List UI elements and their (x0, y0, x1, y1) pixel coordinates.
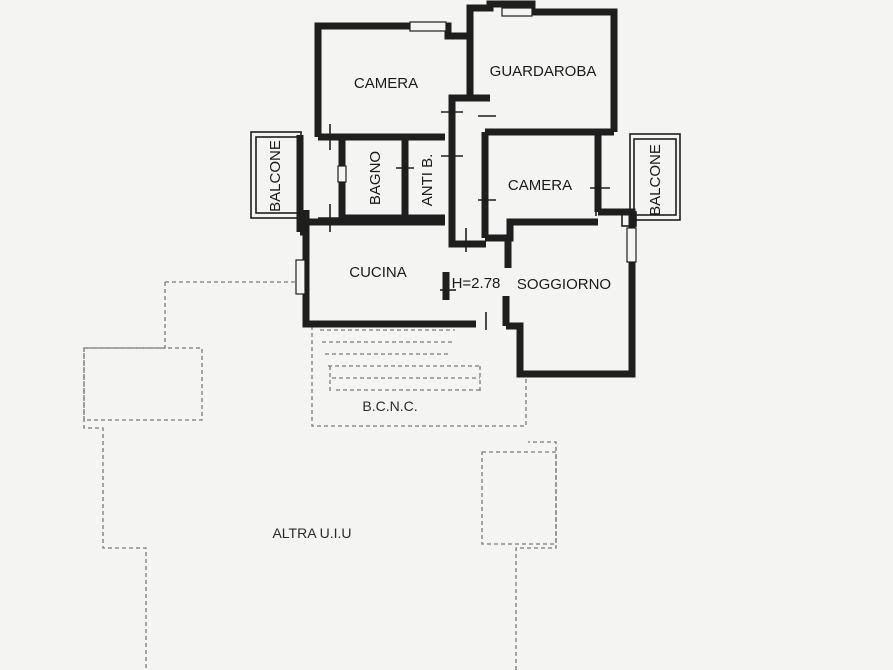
room-label-guardaroba: GUARDAROBA (490, 63, 597, 80)
ceiling-height-label: H=2.78 (452, 275, 501, 292)
bcnc-stairs-outline (311, 326, 527, 427)
balcony-right (621, 133, 681, 227)
door-marks (318, 111, 610, 330)
interior-walls (306, 36, 614, 326)
area-label-altra-uiu: ALTRA U.I.U (272, 525, 351, 541)
balcony-left (250, 131, 302, 219)
room-label-camera-2: CAMERA (508, 177, 572, 194)
other-unit-outline (83, 281, 557, 670)
room-label-cucina: CUCINA (349, 264, 407, 281)
room-label-balcone-right: BALCONE (647, 144, 664, 216)
room-label-camera-1: CAMERA (354, 75, 418, 92)
room-label-balcone-left: BALCONE (267, 140, 284, 212)
room-label-soggiorno: SOGGIORNO (517, 276, 611, 293)
room-label-bagno: BAGNO (367, 151, 384, 205)
room-label-anti-bagno: ANTI B. (419, 154, 436, 207)
area-label-bcnc: B.C.N.C. (362, 398, 417, 414)
windows (295, 7, 637, 295)
exterior-walls (296, 0, 636, 378)
